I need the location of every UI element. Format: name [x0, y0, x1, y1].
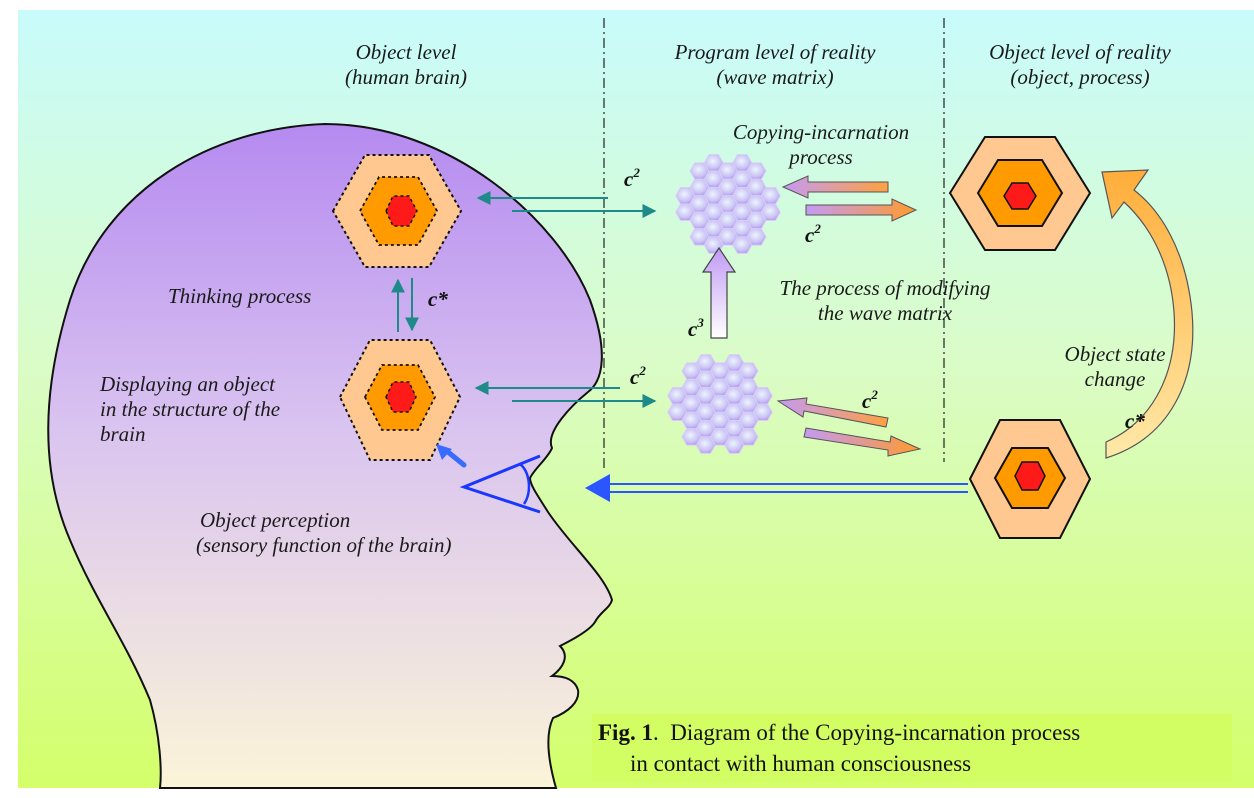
- symbol-c-squared: c2: [862, 387, 878, 413]
- wave-matrix-icon: [675, 154, 781, 254]
- figure-caption: Fig. 1. Diagram of the Copying-incarnati…: [592, 714, 1232, 782]
- wave-matrix-cell: [738, 362, 759, 380]
- label-copying-incarnation: Copying-incarnation process: [732, 120, 910, 169]
- symbol-c-star: c*: [428, 287, 448, 311]
- wave-matrix-cell: [752, 387, 773, 405]
- arrow-object-to-matrix-top: [781, 175, 889, 199]
- eye-icon: [436, 444, 541, 514]
- label-object-state-change: Object state change: [1064, 342, 1166, 391]
- hexagon-icon: [968, 419, 1092, 539]
- symbol-c-cubed: c3: [688, 315, 704, 341]
- label-modifying-wave-matrix: The process of modifying the wave matrix: [779, 276, 991, 325]
- arrow-matrix-to-object-top: [805, 198, 918, 222]
- arrow-modifying-up: [701, 246, 737, 339]
- wave-matrix-cell: [760, 187, 781, 205]
- symbol-c-squared: c2: [805, 221, 821, 247]
- column-title-human-brain: Object level (human brain): [345, 40, 467, 89]
- column-title-program-level: Program level of reality (wave matrix): [674, 40, 876, 89]
- column-title-object-level: Object level of reality (object, process…: [989, 40, 1171, 89]
- label-object-perception: Object perception (sensory function of t…: [196, 508, 452, 557]
- symbol-c-squared: c2: [630, 363, 646, 389]
- arrow-matrix-to-object-bottom: [803, 427, 922, 457]
- wave-matrix-icon: [667, 354, 773, 454]
- symbol-c-star: c*: [1125, 409, 1145, 433]
- wave-matrix-cell: [746, 228, 767, 246]
- wave-matrix-cell: [752, 403, 773, 421]
- hexagon-icon: [948, 136, 1092, 251]
- arrow-perception-head: [585, 474, 610, 502]
- arrow-object-to-matrix-bottom: [776, 397, 889, 428]
- symbol-c-squared: c2: [624, 165, 640, 191]
- head-silhouette: [47, 122, 614, 789]
- hexagon-icon: [338, 339, 462, 461]
- hexagon-icon: [331, 154, 463, 268]
- arrow-object-state-change: [1101, 169, 1194, 459]
- label-displaying-object: Displaying an object in the structure of…: [100, 372, 281, 446]
- caption-fig-number: Fig. 1: [598, 720, 653, 745]
- label-thinking-process: Thinking process: [168, 284, 312, 308]
- wave-matrix-cell: [760, 203, 781, 221]
- wave-matrix-cell: [738, 428, 759, 446]
